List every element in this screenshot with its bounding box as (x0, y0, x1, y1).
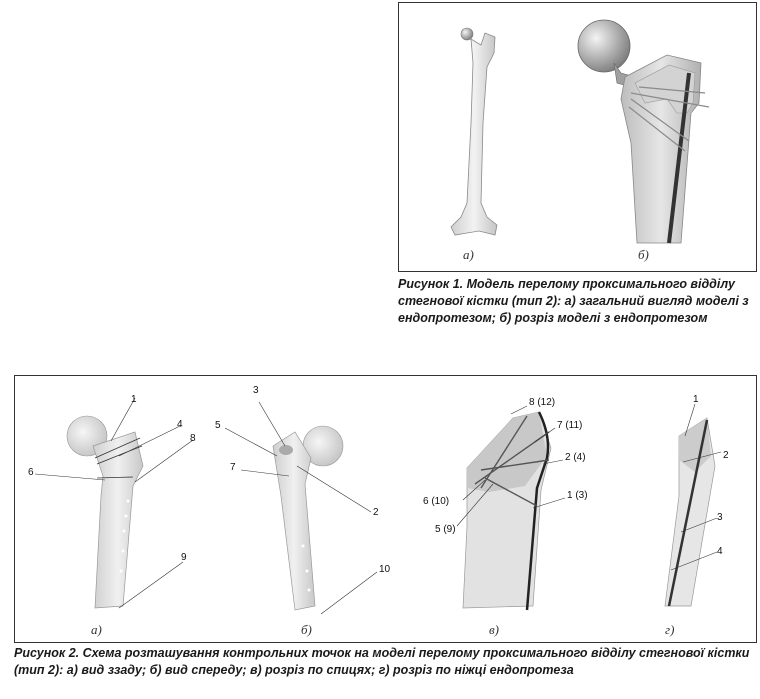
figure-2-panel-c-label: в) (489, 622, 499, 637)
callout-a-1: 1 (131, 394, 137, 405)
callout-b-3: 3 (253, 385, 259, 396)
figure-2-panel-a-label: а) (91, 622, 102, 637)
callout-d-3: 3 (717, 512, 723, 523)
panel-b-front-view (224, 401, 378, 615)
figure-1-panel-b-label: б) (638, 247, 649, 262)
figure-2-illustration (34, 397, 722, 615)
callout-d-4: 4 (717, 546, 723, 557)
figure-1-frame: а) б) (398, 2, 757, 272)
figure-2-panel-d-label: г) (665, 622, 675, 637)
panel-d-stem-section (664, 403, 722, 607)
figure-2-panel-b-label: б) (301, 622, 312, 637)
figure-2-caption: Рисунок 2. Схема розташування контрольни… (14, 646, 750, 677)
panel-a-rear-view (34, 397, 194, 609)
figure-1-illustration (450, 19, 710, 244)
callout-b-5: 5 (215, 420, 221, 431)
callout-b-7: 7 (230, 462, 236, 473)
figure-2-frame: 1 4 8 6 9 3 5 7 2 10 8 (12) 7 (11) 2 (4)… (14, 375, 757, 643)
callout-a-8: 8 (190, 433, 196, 444)
figure-1-caption: Рисунок 1. Модель перелому проксимальног… (398, 277, 749, 325)
panel-c-wire-section (456, 405, 566, 611)
figure-1-panel-a-label: а) (463, 247, 474, 262)
callout-c-8-12: 8 (12) (529, 397, 556, 408)
callout-b-2: 2 (373, 507, 379, 518)
callout-a-6: 6 (28, 467, 34, 478)
callout-b-10: 10 (379, 564, 391, 575)
callout-c-2-4: 2 (4) (565, 452, 586, 463)
callout-c-5-9: 5 (9) (435, 524, 456, 535)
callout-a-4: 4 (177, 419, 183, 430)
callout-d-1: 1 (693, 394, 699, 405)
femur-section-model (577, 19, 710, 244)
callout-c-6-10: 6 (10) (423, 496, 450, 507)
callout-d-2: 2 (723, 450, 729, 461)
callout-c-1-3: 1 (3) (567, 490, 588, 501)
callout-a-9: 9 (181, 552, 187, 563)
callout-c-7-11: 7 (11) (557, 420, 583, 431)
femur-whole-model (450, 27, 498, 236)
